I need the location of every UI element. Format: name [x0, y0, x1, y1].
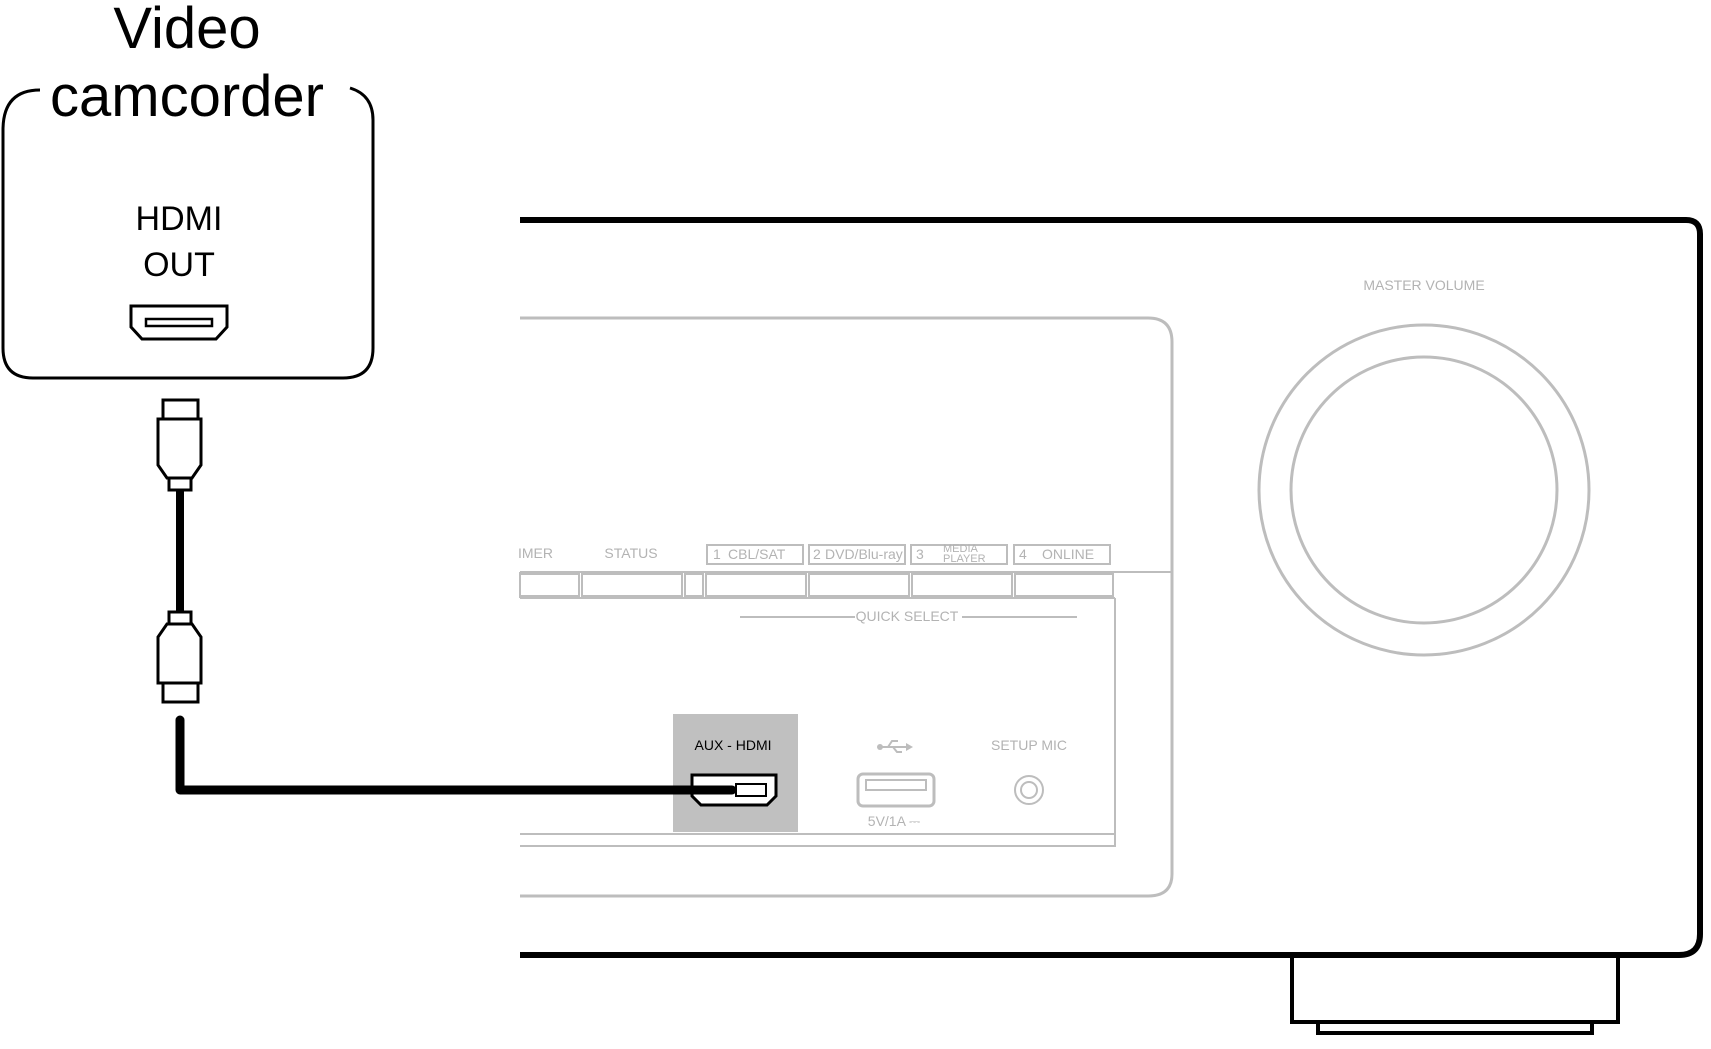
preset-3-label-line1: MEDIA — [943, 543, 979, 555]
usb-power-label: 5V/1A ⎓ — [868, 813, 920, 829]
preset-4-button[interactable] — [1014, 573, 1114, 597]
preset-4-num: 4 — [1019, 546, 1027, 562]
receiver-body-outline — [520, 217, 1703, 958]
video-camcorder: Video camcorder HDMI OUT — [1, 0, 375, 380]
hdmi-plug-top-tip — [161, 398, 200, 421]
setup-mic-jack-inner — [1020, 781, 1038, 799]
preset-3-label-line2: PLAYER — [943, 553, 986, 565]
preset-2-label-box — [808, 544, 906, 565]
usb-icon — [877, 740, 913, 753]
hdmi-plug-bottom-neck — [167, 610, 193, 626]
camcorder-box-outline — [1, 86, 375, 380]
hdmi-out-label-line2: OUT — [143, 246, 215, 284]
preset-2-button[interactable] — [808, 573, 910, 597]
display-panel-outline — [520, 316, 1174, 898]
camcorder-title-line1: Video — [113, 0, 260, 61]
hdmi-plug-top-neck — [167, 476, 193, 492]
hdmi-out-label-line1: HDMI — [136, 200, 223, 238]
hdmi-cable-route — [175, 715, 737, 795]
status-label: STATUS — [604, 545, 657, 561]
preset-4-label-box — [1013, 544, 1111, 565]
hdmi-plug-bottom-tip — [161, 681, 200, 704]
dimmer-button[interactable] — [519, 573, 580, 597]
setup-mic-jack-outer[interactable] — [1014, 775, 1044, 805]
preset-4-label: ONLINE — [1042, 546, 1094, 562]
hdmi-plug-bottom — [156, 622, 203, 685]
aux-hdmi-highlight — [673, 714, 798, 832]
dimmer-label: IMER — [518, 545, 553, 561]
quick-select-label: QUICK SELECT — [856, 608, 959, 624]
receiver-front-panel: MASTER VOLUME IMER STATUS 1 CBL/SAT 2 DV… — [518, 277, 1591, 898]
usb-port[interactable] — [856, 772, 936, 808]
preset-1-num: 1 — [713, 546, 721, 562]
status-button[interactable] — [581, 573, 683, 597]
lower-panel-frame — [520, 598, 1116, 847]
hdmi-cable — [156, 398, 737, 795]
hdmi-out-port-slot — [144, 317, 214, 328]
hdmi-plug-top — [156, 417, 203, 480]
preset-3-button[interactable] — [911, 573, 1013, 597]
preset-1-label: CBL/SAT — [728, 546, 786, 562]
preset-3-label-box — [910, 544, 1008, 565]
usb-port-slot — [865, 779, 927, 791]
aux-hdmi-port-slot — [735, 783, 767, 797]
receiver-foot — [1290, 957, 1620, 1024]
setup-mic-label: SETUP MIC — [991, 737, 1067, 753]
preset-2-num: 2 — [813, 546, 821, 562]
preset-2-label: DVD/Blu-ray — [825, 546, 903, 562]
receiver-foot-base — [1316, 1022, 1594, 1035]
preset-3-num: 3 — [916, 546, 924, 562]
master-volume-label: MASTER VOLUME — [1363, 277, 1484, 293]
aux-hdmi-label: AUX - HDMI — [695, 737, 772, 753]
master-volume-knob-inner — [1289, 355, 1559, 625]
master-volume-knob-outer[interactable] — [1257, 323, 1591, 657]
camcorder-title-line2: camcorder — [50, 64, 324, 129]
preset-1-label-box — [706, 544, 804, 565]
preset-1-button[interactable] — [705, 573, 807, 597]
narrow-button[interactable] — [684, 573, 704, 597]
button-row — [519, 572, 1115, 599]
